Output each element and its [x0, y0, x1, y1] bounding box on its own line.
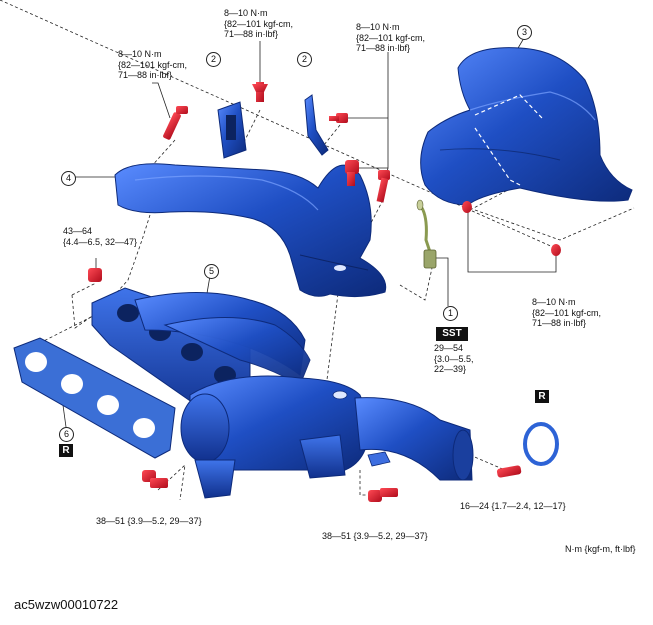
- replace-badge-gasket: R: [59, 444, 73, 457]
- bolt-bottom-right: [496, 465, 522, 478]
- callout-1: 1: [443, 306, 458, 321]
- oxygen-sensor: [416, 199, 437, 269]
- figure-code: ac5wzw00010722: [14, 597, 119, 612]
- torque-label-top-center: 8—10 N·m{82—101 kgf-cm,71—88 in·lbf}: [224, 8, 294, 39]
- bolt-top-left: [163, 106, 188, 140]
- bolt-right-1: [345, 160, 359, 186]
- torque-label-bottom-right: 16—24 {1.7—2.4, 12—17}: [460, 501, 566, 511]
- nut-right-2: [551, 244, 561, 256]
- bracket-left: [217, 101, 247, 159]
- callout-5: 5: [204, 264, 219, 279]
- nut-right-1: [462, 201, 472, 213]
- bolt-right-2: [376, 170, 390, 203]
- callout-4: 4: [61, 171, 76, 186]
- torque-label-right-mid: 8—10 N·m{82—101 kgf-cm,71—88 in·lbf}: [532, 297, 602, 328]
- torque-label-bottom-center: 38—51 {3.9—5.2, 29—37}: [322, 531, 428, 541]
- manifold-gasket: [13, 337, 176, 459]
- nut-left: [88, 268, 102, 282]
- lower-heat-insulator: [420, 47, 633, 206]
- callout-2-right: 2: [297, 52, 312, 67]
- torque-label-left-nut: 43—64{4.4—6.5, 32—47}: [63, 226, 138, 247]
- bolt-bottom-center: [368, 488, 398, 502]
- callout-3: 3: [517, 25, 532, 40]
- exhaust-ring-gasket: [523, 422, 559, 466]
- bracket-right: [304, 94, 329, 156]
- torque-label-sensor: 29—54{3.0—5.5,22—39}: [434, 343, 474, 374]
- torque-label-bottom-left: 38—51 {3.9—5.2, 29—37}: [96, 516, 202, 526]
- callout-6: 6: [59, 427, 74, 442]
- torque-label-top-right: 8—10 N·m{82—101 kgf-cm,71—88 in·lbf}: [356, 22, 426, 53]
- bolts: [88, 82, 561, 502]
- bolt-top-center: [252, 82, 268, 102]
- units-legend: N·m {kgf-m, ft·lbf}: [565, 544, 636, 554]
- callout-2-left: 2: [206, 52, 221, 67]
- torque-label-top-left: 8—10 N·m{82—101 kgf-cm,71—88 in·lbf}: [118, 49, 188, 80]
- replace-badge-ring: R: [535, 390, 549, 403]
- bolt-bottom-left: [142, 470, 168, 488]
- sst-badge: SST: [436, 327, 468, 341]
- upper-heat-insulator: [114, 163, 387, 298]
- exhaust-manifold: [91, 287, 474, 499]
- bolt-top-right-small: [329, 113, 348, 123]
